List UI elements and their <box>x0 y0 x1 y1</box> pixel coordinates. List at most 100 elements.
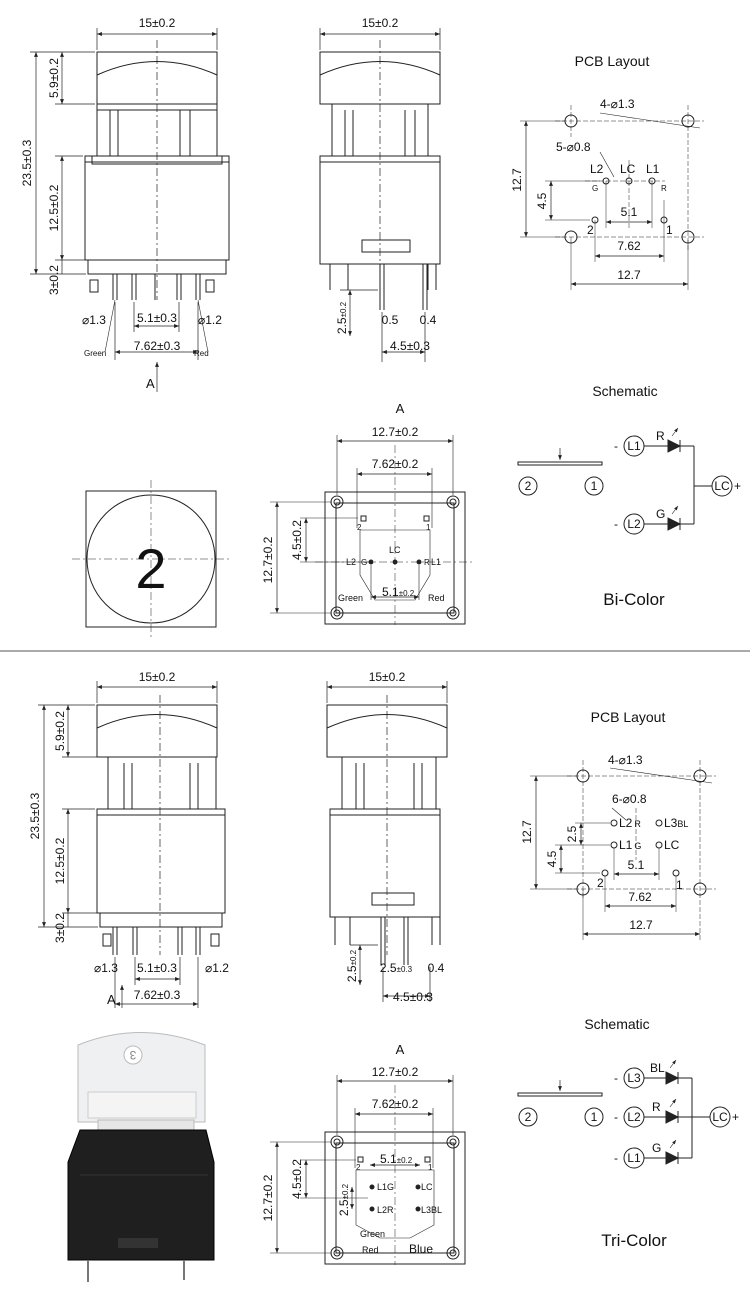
tc-side-pin-a: 2.5±0.3 <box>380 961 413 975</box>
tc-bottom-l3bl: L3BL <box>421 1205 442 1215</box>
tc-pcb-holes-big: 4-⌀1.3 <box>608 753 643 767</box>
bc-pcb-title: PCB Layout <box>575 53 650 69</box>
tricolor-bottom-view <box>270 1075 465 1265</box>
bc-side-pinlen: 2.5±0.2 <box>335 301 349 334</box>
bc-sch-lc: LC <box>714 479 730 493</box>
bicolor-front-view <box>30 28 229 392</box>
bc-pcb-p1: 1 <box>666 223 673 237</box>
tc-bottom-v: 4.5±0.2 <box>290 1159 304 1199</box>
bc-sch-plus: + <box>734 479 741 493</box>
bc-name: Bi-Color <box>603 590 665 609</box>
tc-bottom-h: 12.7±0.2 <box>261 1174 275 1221</box>
bc-bottom-r: R <box>424 558 430 567</box>
bc-pcb-l1: L1 <box>646 162 660 176</box>
bc-sch-title: Schematic <box>592 383 657 399</box>
tc-pcb-l3: L3BL <box>664 816 688 830</box>
tc-pcb-lc: LC <box>664 838 680 852</box>
tricolor-front-view <box>38 681 225 1008</box>
tc-front-body: 12.5±0.2 <box>53 837 67 884</box>
bc-pcb-holes-small: 5-⌀0.8 <box>556 140 591 154</box>
bc-front-red: Red <box>194 349 209 358</box>
tc-pcb-d3: 12.7 <box>629 918 653 932</box>
bc-pcb-r: R <box>661 184 667 193</box>
bc-pcb-d2: 7.62 <box>617 239 641 253</box>
tricolor-pcb-layout <box>530 760 716 940</box>
bc-front-cap: 5.9±0.2 <box>47 58 61 98</box>
tc-front-base: 3±0.2 <box>53 913 67 943</box>
tc-bottom-green: Green <box>360 1229 385 1239</box>
bc-sch-n1: 1 <box>591 479 598 493</box>
bc-bottom-w2: 7.62±0.2 <box>372 457 419 471</box>
bc-bottom-a: A <box>396 401 405 416</box>
tc-bottom-red: Red <box>362 1245 379 1255</box>
tc-photo-number: 3 <box>129 1048 136 1062</box>
bc-front-total: 23.5±0.3 <box>20 139 34 186</box>
bc-side-pin-a: 0.5 <box>382 313 399 327</box>
tc-bottom-p1: 1 <box>428 1163 433 1172</box>
bc-pcb-v: 4.5 <box>535 192 549 209</box>
tc-sch-n2: 2 <box>525 1110 532 1124</box>
tc-side-pin-b: 0.4 <box>428 961 445 975</box>
bc-bottom-red: Red <box>428 593 445 603</box>
tricolor-side-view <box>327 681 447 1002</box>
bc-pcb-d3: 12.7 <box>617 268 641 282</box>
bicolor-schematic <box>518 428 732 534</box>
bc-sch-l1: L1 <box>627 439 641 453</box>
tc-bottom-v2: 2.5±0.2 <box>337 1183 351 1216</box>
bc-bottom-v: 4.5±0.2 <box>290 520 304 560</box>
tc-sch-bl: BL <box>650 1061 665 1075</box>
bc-bottom-lc: LC <box>389 545 401 555</box>
tc-sch-l1: L1 <box>627 1151 641 1165</box>
tc-sch-l2: L2 <box>627 1110 641 1124</box>
bc-front-pitch-inner: 5.1±0.3 <box>137 311 177 325</box>
bicolor-bottom-view <box>270 435 475 625</box>
bc-bottom-l2: L2 <box>346 557 356 567</box>
tc-bottom-w2: 7.62±0.2 <box>372 1097 419 1111</box>
bc-bottom-l1: L1 <box>431 557 441 567</box>
tc-pcb-v1: 2.5 <box>565 825 579 842</box>
tc-sch-minus1: - <box>614 1071 618 1085</box>
tricolor-schematic <box>518 1060 730 1168</box>
bc-pcb-p2: 2 <box>587 223 594 237</box>
tc-bottom-w: 12.7±0.2 <box>372 1065 419 1079</box>
tc-sch-r: R <box>652 1100 661 1114</box>
tc-sch-n1: 1 <box>591 1110 598 1124</box>
bc-pcb-l2: L2 <box>590 162 604 176</box>
bc-bottom-p1: 1 <box>426 523 431 532</box>
tc-front-total: 23.5±0.3 <box>28 792 42 839</box>
bc-pcb-lc: LC <box>620 162 636 176</box>
tc-pcb-d1: 5.1 <box>628 858 645 872</box>
tc-bottom-a: A <box>396 1042 405 1057</box>
bc-sch-r: R <box>656 429 665 443</box>
bc-bottom-green: Green <box>338 593 363 603</box>
bc-bottom-p: 5.1±0.2 <box>382 585 415 599</box>
bc-pcb-g: G <box>592 184 598 193</box>
bicolor-side-view <box>320 28 440 362</box>
bc-pcb-holes-big: 4-⌀1.3 <box>600 97 635 111</box>
tc-pcb-v2: 4.5 <box>545 850 559 867</box>
tc-pcb-p1: 1 <box>676 878 683 892</box>
tc-bottom-p: 5.1±0.2 <box>380 1152 413 1166</box>
text-layer: 15±0.2 5.9±0.2 23.5±0.3 12.5±0.2 3±0.2 ⌀… <box>20 16 741 1256</box>
tc-pcb-title: PCB Layout <box>591 709 666 725</box>
bc-front-pin-dia: ⌀1.2 <box>198 313 222 327</box>
bc-side-width: 15±0.2 <box>362 16 399 30</box>
tc-bottom-l2r: L2R <box>377 1205 394 1215</box>
bc-sch-n2: 2 <box>525 479 532 493</box>
tc-front-width: 15±0.2 <box>139 670 176 684</box>
tc-bottom-l1g: L1G <box>377 1182 394 1192</box>
tc-sch-title: Schematic <box>584 1016 649 1032</box>
bc-cap-number: 2 <box>135 537 166 600</box>
bc-side-pitch: 4.5±0.3 <box>390 339 430 353</box>
tc-front-cap: 5.9±0.2 <box>53 711 67 751</box>
bc-sch-minus2: - <box>614 517 618 531</box>
bc-front-arrow: A <box>146 376 155 391</box>
tc-bottom-p2: 2 <box>356 1163 361 1172</box>
tc-front-pitch-inner: 5.1±0.3 <box>137 961 177 975</box>
bc-front-base: 3±0.2 <box>47 265 61 295</box>
tc-front-pin-dia: ⌀1.2 <box>205 961 229 975</box>
bc-bottom-w: 12.7±0.2 <box>372 425 419 439</box>
